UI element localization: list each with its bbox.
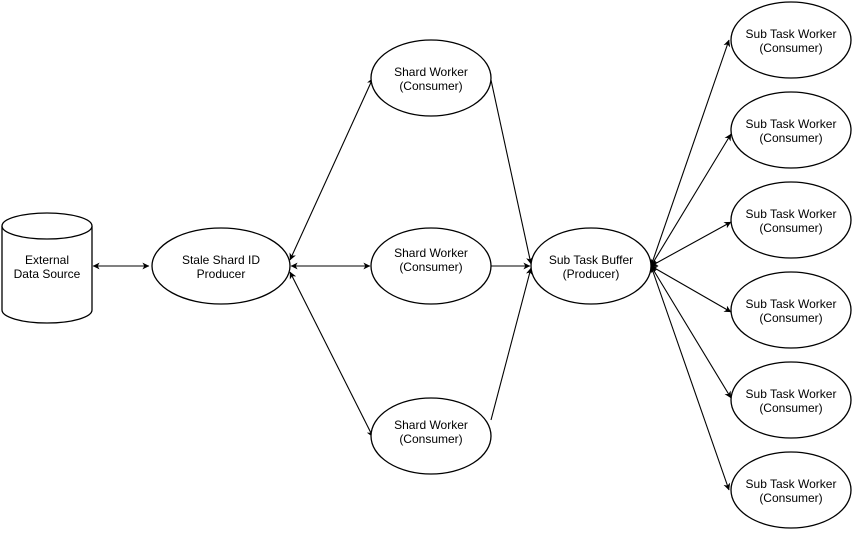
shard-worker-label-line1: Shard Worker bbox=[394, 246, 468, 260]
sub-task-buffer-node: Sub Task Buffer (Producer) bbox=[530, 227, 652, 305]
shard-worker-label-line1: Shard Worker bbox=[394, 65, 468, 79]
shard-worker-ellipse bbox=[370, 227, 492, 305]
edge-buffer-sub3 bbox=[650, 221, 732, 267]
sub-task-worker-label-line1: Sub Task Worker bbox=[746, 297, 837, 311]
cylinder-body bbox=[1, 226, 93, 324]
sub-task-worker-label-line2: (Consumer) bbox=[759, 491, 822, 505]
sub-task-worker-node-2: Sub Task Worker (Consumer) bbox=[730, 91, 852, 169]
buffer-label-line2: (Producer) bbox=[563, 267, 620, 281]
edge-producer-shard1 bbox=[289, 77, 374, 261]
shard-worker-node-3: Shard Worker (Consumer) bbox=[370, 397, 492, 475]
edge-buffer-sub1 bbox=[649, 39, 731, 267]
sub-task-worker-ellipse bbox=[730, 1, 852, 79]
edge-buffer-sub2 bbox=[650, 133, 732, 267]
shard-worker-ellipse bbox=[370, 39, 492, 117]
sub-task-worker-node-1: Sub Task Worker (Consumer) bbox=[730, 1, 852, 79]
edges bbox=[92, 39, 732, 491]
edge-buffer-sub6 bbox=[649, 265, 731, 491]
sub-task-worker-label-line1: Sub Task Worker bbox=[746, 207, 837, 221]
producer-ellipse bbox=[151, 227, 291, 305]
sub-task-worker-label-line1: Sub Task Worker bbox=[746, 387, 837, 401]
sub-task-worker-ellipse bbox=[730, 271, 852, 349]
producer-label-line1: Stale Shard ID bbox=[182, 253, 260, 267]
edge-shard1-buffer bbox=[490, 79, 534, 265]
external-label-line1: External bbox=[25, 253, 69, 267]
sub-task-worker-node-3: Sub Task Worker (Consumer) bbox=[730, 181, 852, 259]
shard-worker-node-1: Shard Worker (Consumer) bbox=[370, 39, 492, 117]
sub-task-worker-label-line2: (Consumer) bbox=[759, 221, 822, 235]
shard-worker-node-2: Shard Worker (Consumer) bbox=[370, 227, 492, 305]
sub-task-worker-label-line1: Sub Task Worker bbox=[746, 27, 837, 41]
stale-shard-id-producer-node: Stale Shard ID Producer bbox=[151, 227, 291, 305]
sub-task-worker-node-4: Sub Task Worker (Consumer) bbox=[730, 271, 852, 349]
cylinder-top bbox=[1, 212, 93, 240]
sub-task-worker-label-line1: Sub Task Worker bbox=[746, 477, 837, 491]
shard-worker-ellipse bbox=[370, 397, 492, 475]
sub-task-worker-ellipse bbox=[730, 91, 852, 169]
sub-task-worker-label-line2: (Consumer) bbox=[759, 131, 822, 145]
edge-shard3-buffer bbox=[490, 267, 533, 421]
external-label-line2: Data Source bbox=[14, 267, 81, 281]
sub-task-worker-node-5: Sub Task Worker (Consumer) bbox=[730, 361, 852, 439]
buffer-label-line1: Sub Task Buffer bbox=[549, 253, 633, 267]
producer-label-line2: Producer bbox=[197, 267, 246, 281]
shard-worker-label-line2: (Consumer) bbox=[399, 79, 462, 93]
shard-worker-label-line2: (Consumer) bbox=[399, 260, 462, 274]
edge-buffer-sub5 bbox=[650, 265, 732, 399]
buffer-ellipse bbox=[530, 227, 652, 305]
sub-task-worker-ellipse bbox=[730, 361, 852, 439]
edge-producer-shard3 bbox=[289, 271, 374, 438]
sub-task-worker-ellipse bbox=[730, 451, 852, 529]
sub-task-worker-label-line2: (Consumer) bbox=[759, 41, 822, 55]
shard-worker-label-line1: Shard Worker bbox=[394, 418, 468, 432]
sub-task-worker-ellipse bbox=[730, 181, 852, 259]
sub-task-worker-node-6: Sub Task Worker (Consumer) bbox=[730, 451, 852, 529]
sub-task-worker-label-line2: (Consumer) bbox=[759, 311, 822, 325]
edge-buffer-sub4 bbox=[650, 265, 732, 313]
shard-worker-label-line2: (Consumer) bbox=[399, 432, 462, 446]
external-data-source-cylinder: External Data Source bbox=[1, 212, 93, 324]
sub-task-worker-label-line2: (Consumer) bbox=[759, 401, 822, 415]
sub-task-worker-label-line1: Sub Task Worker bbox=[746, 117, 837, 131]
